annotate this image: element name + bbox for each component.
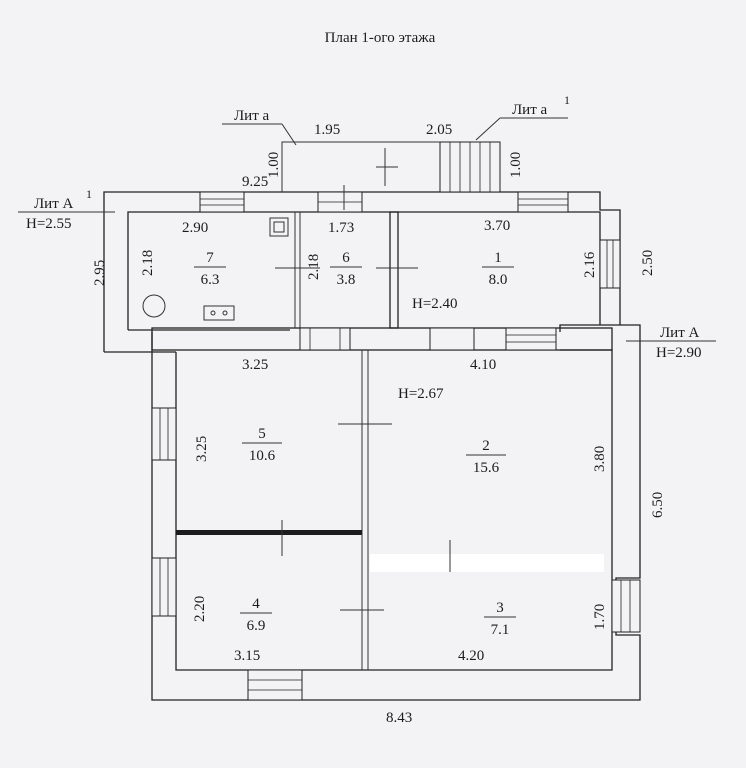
dim-420: 4.20 [458,648,484,664]
inner-wall-main [175,349,613,671]
dim-250: 2.50 [640,250,656,276]
outer-wall-main [151,324,641,701]
sink-icon [203,305,235,321]
window-middle-1 [505,327,557,351]
dim-290: 2.90 [182,220,208,236]
window-middle-2 [429,327,475,351]
dim-325-v: 3.25 [194,436,210,462]
leader-lines [18,117,716,342]
room-4-area: 6.9 [247,618,266,634]
dim-295: 2.95 [92,260,108,286]
room-7-number: 7 [206,250,214,266]
lit-A1-height: H=2.55 [26,216,72,232]
room-4-number: 4 [252,596,260,612]
dim-173: 1.73 [328,220,354,236]
dim-205: 2.05 [426,122,452,138]
dim-220: 2.20 [192,596,208,622]
plan-title: План 1-ого этажа [325,30,436,46]
room-2-area: 15.6 [473,460,500,476]
dim-195: 1.95 [314,122,340,138]
room-6-number: 6 [342,250,350,266]
room-7-area: 6.3 [201,272,220,288]
partition-2-3 [370,554,604,572]
middle-wall [151,327,613,351]
building-labels: Лит а Лит а 1 Лит А 1 H=2.55 Лит А H=2.9… [26,93,702,361]
window-bottom [247,669,303,701]
room-1-area: 8.0 [489,272,508,288]
window-top-2 [517,191,569,213]
lit-a-label: Лит а [234,108,270,124]
dim-100-left: 1.00 [266,152,282,178]
room-1-number: 1 [494,250,502,266]
fixtures [142,148,451,611]
openings [151,141,641,701]
dim-380: 3.80 [592,446,608,472]
dim-410: 4.10 [470,357,496,373]
window-top-1 [199,191,245,213]
dimensions: 1.95 2.05 1.00 1.00 9.25 2.90 1.73 3.70 … [92,122,666,726]
dim-218-b: 2.18 [306,254,322,280]
room-labels: 7 6.3 6 3.8 1 8.0 5 10.6 2 15.6 4 6.9 3 … [194,250,516,638]
lit-A-label: Лит А [660,325,700,341]
dim-325-h: 3.25 [242,357,268,373]
lit-A1-label: Лит А [34,196,74,212]
outer-wall-upper [103,191,621,352]
room-5-number: 5 [258,426,266,442]
window-left-5 [151,407,177,461]
dim-315: 3.15 [234,648,260,664]
lit-A-height: H=2.90 [656,345,702,361]
height-267: H=2.67 [398,386,444,402]
lit-a1-sup: 1 [564,93,570,107]
dim-650: 6.50 [650,492,666,518]
partition-5-4 [176,530,362,535]
porch-steps [439,141,501,193]
height-240: H=2.40 [412,296,458,312]
boiler-icon [142,294,166,318]
window-left-4 [151,557,177,617]
door-middle-7-5 [299,327,351,351]
dim-843: 8.43 [386,710,412,726]
stove-icon [269,217,289,237]
partition-6-1 [389,211,399,329]
lit-A1-sup: 1 [86,187,92,201]
dim-170: 1.70 [592,604,608,630]
room-6-area: 3.8 [337,272,356,288]
room-2-number: 2 [482,438,490,454]
lit-a1-label: Лит а [512,102,548,118]
dim-218-a: 2.18 [140,250,156,276]
room-3-number: 3 [496,600,504,616]
dim-100-right: 1.00 [508,152,524,178]
window-right-1 [599,239,621,289]
room-3-area: 7.1 [491,622,510,638]
dim-925: 9.25 [242,174,268,190]
dim-216: 2.16 [582,251,598,278]
room-5-area: 10.6 [249,448,276,464]
window-right-3 [611,579,641,633]
dim-370: 3.70 [484,218,510,234]
